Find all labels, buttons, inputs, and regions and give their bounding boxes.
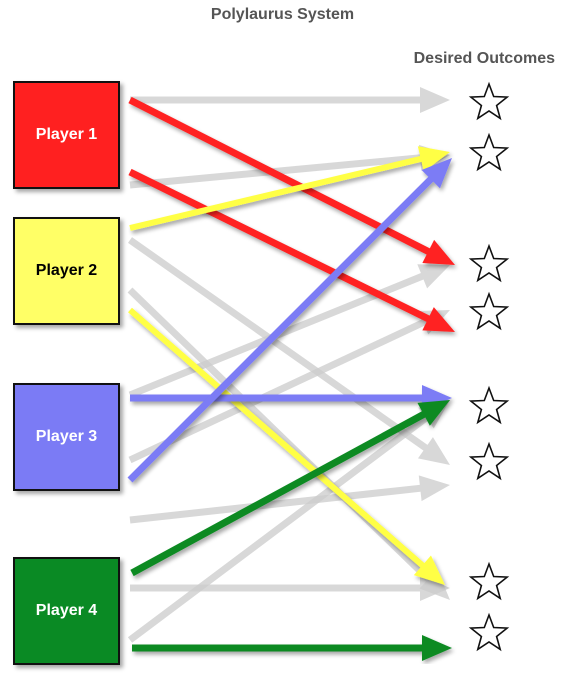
- player-1-arrow: [128, 168, 455, 332]
- player-3-arrow: [127, 158, 452, 483]
- player-1-label: Player 1: [35, 126, 98, 143]
- outcome-star-icon: [468, 243, 510, 283]
- player-2-arrow-head: [417, 146, 450, 172]
- player-2-label: Player 2: [35, 262, 98, 279]
- ghost-arrow: [127, 287, 450, 600]
- outcome-star-icon: [468, 132, 510, 172]
- player-1-arrow-shaft: [128, 168, 432, 323]
- player-2-arrow-shaft: [129, 155, 424, 231]
- ghost-arrow: [130, 575, 450, 601]
- player-3-label: Player 3: [35, 428, 98, 445]
- ghost-arrow: [130, 87, 450, 113]
- outcomes-heading: Desired Outcomes: [413, 50, 555, 67]
- ghost-arrow-head: [417, 264, 450, 289]
- diagram-title: Polylaurus System: [210, 6, 355, 23]
- player-3-arrow: [130, 385, 452, 411]
- player-3-box: Player 3: [13, 383, 120, 491]
- ghost-arrow-shaft: [128, 318, 427, 464]
- player-4-box: Player 4: [13, 557, 120, 665]
- player-3-arrow-shaft: [127, 175, 435, 483]
- ghost-arrow-head: [417, 437, 450, 465]
- ghost-arrow-shaft: [127, 237, 430, 452]
- player-arrows: [127, 96, 455, 661]
- ghost-arrow: [129, 475, 450, 524]
- ghost-arrows: [127, 87, 450, 643]
- outcome-star-icon: [468, 561, 510, 601]
- player-4-label: Player 4: [35, 602, 98, 619]
- ghost-arrow-shaft: [129, 484, 423, 524]
- ghost-arrow: [127, 237, 450, 465]
- player-1-arrow-head: [422, 307, 455, 332]
- player-4-arrow: [130, 400, 450, 577]
- ghost-arrow-shaft: [127, 413, 430, 643]
- ghost-arrow-head: [420, 575, 450, 601]
- outcome-star-icon: [468, 441, 510, 481]
- player-4-arrow-shaft: [130, 410, 428, 577]
- outcome-star-icon: [468, 291, 510, 331]
- player-2-arrow-shaft: [128, 307, 426, 569]
- player-2-arrow-head: [413, 555, 445, 585]
- outcome-star-icon: [468, 385, 510, 425]
- ghost-arrow-head: [420, 87, 450, 113]
- player-4-arrow-head: [417, 400, 450, 426]
- player-4-arrow-head: [422, 635, 452, 661]
- player-2-box: Player 2: [13, 217, 120, 325]
- player-2-arrow: [129, 146, 450, 231]
- player-1-arrow-head: [422, 239, 455, 265]
- ghost-arrow-head: [418, 475, 450, 502]
- outcome-star-icon: [468, 81, 510, 121]
- player-1-box: Player 1: [13, 81, 120, 189]
- player-4-arrow: [132, 635, 452, 661]
- outcome-stars: [468, 81, 510, 652]
- player-3-arrow-head: [421, 158, 452, 189]
- player-2-arrow: [128, 307, 445, 585]
- outcome-star-icon: [468, 612, 510, 652]
